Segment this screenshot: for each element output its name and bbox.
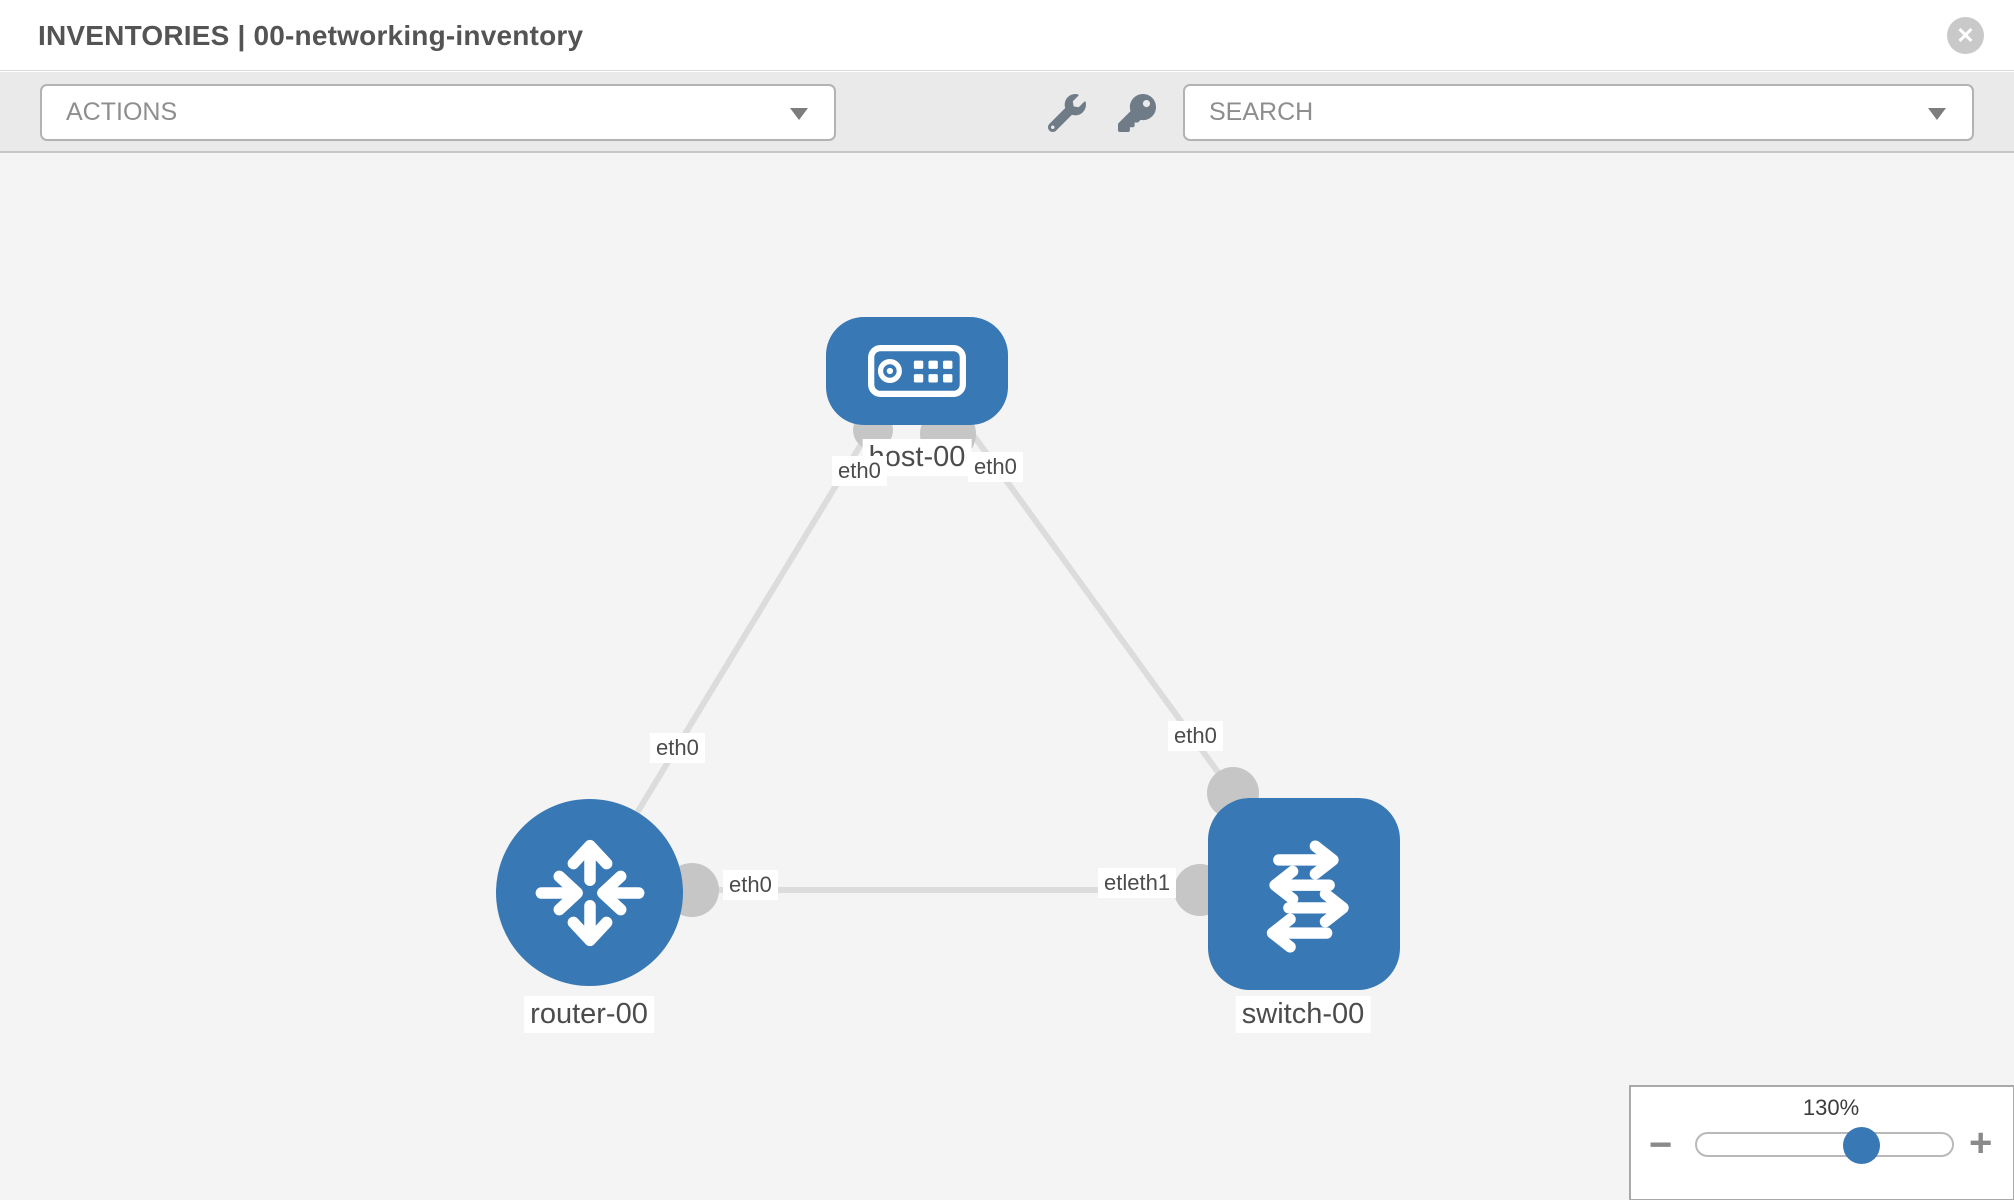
host-icon (868, 344, 966, 398)
zoom-out-button[interactable]: − (1649, 1123, 1673, 1167)
node-switch-00[interactable] (1208, 798, 1400, 990)
topology-canvas[interactable]: host-00 eth0 eth0 eth0 eth0 eth0 etleth1… (0, 153, 2014, 1200)
actions-dropdown-label: ACTIONS (66, 98, 178, 126)
interface-label: eth0 (832, 456, 887, 486)
search-dropdown[interactable]: SEARCH (1183, 84, 1974, 141)
toolbar: ACTIONS SEARCH (0, 72, 2014, 153)
key-icon[interactable] (1118, 94, 1156, 132)
zoom-slider-knob[interactable] (1843, 1127, 1880, 1164)
router-icon (535, 839, 644, 946)
node-router-00[interactable] (496, 799, 683, 986)
node-label-switch: switch-00 (1235, 996, 1371, 1033)
header-bar: INVENTORIES | 00-networking-inventory ✕ (0, 0, 2014, 71)
interface-label: eth0 (1168, 721, 1223, 751)
node-host-00[interactable] (826, 317, 1008, 425)
interface-label: eth0 (723, 870, 778, 900)
zoom-slider-track[interactable] (1695, 1127, 1954, 1164)
zoom-level-readout: 130% (1802, 1095, 1860, 1120)
interface-label: eth0 (968, 452, 1023, 482)
switch-icon (1266, 840, 1349, 953)
interface-label: etleth1 (1098, 868, 1177, 898)
search-placeholder: SEARCH (1209, 98, 1314, 126)
node-label-router: router-00 (524, 996, 654, 1033)
zoom-in-button[interactable]: + (1969, 1121, 1993, 1165)
page-title: INVENTORIES | 00-networking-inventory (38, 20, 584, 51)
chevron-down-icon (790, 107, 808, 120)
wrench-icon[interactable] (1047, 94, 1086, 133)
actions-dropdown[interactable]: ACTIONS (40, 84, 836, 141)
topology-links-layer (586, 401, 1303, 917)
interface-label: eth0 (650, 733, 705, 763)
chevron-down-icon (1928, 107, 1946, 120)
zoom-panel: 130% − + (1629, 1085, 2014, 1200)
close-icon[interactable]: ✕ (1947, 17, 1984, 54)
